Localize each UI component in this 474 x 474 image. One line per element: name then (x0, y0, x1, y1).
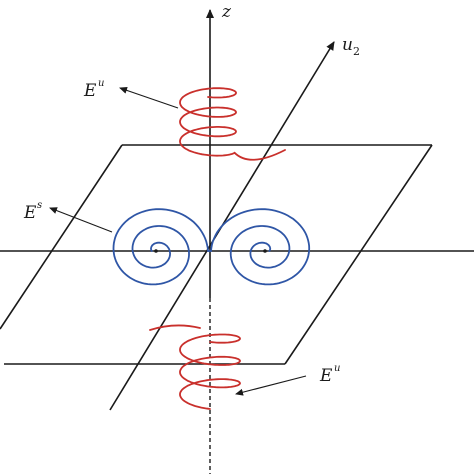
unstable-helix-lower (149, 324, 241, 410)
equilibrium-point-left (154, 249, 158, 253)
u2-axis-label: u (342, 35, 353, 55)
pointer-arrow-unstable-lower (235, 375, 307, 396)
plane-edge-left (0, 144, 123, 330)
stable-manifold-label: E (23, 203, 37, 223)
u2-axis-subscript: 2 (353, 45, 360, 58)
z-axis-label: z (221, 2, 232, 22)
unstable-manifold-label-lower-sup: u (334, 363, 340, 374)
stable-spirals (112, 208, 311, 286)
invariant-plane (0, 144, 433, 365)
stable-manifold-label-sup: s (37, 200, 42, 211)
equilibrium-point-right (263, 249, 267, 253)
pointer-arrow-unstable-upper (119, 86, 179, 109)
plane-edge-right (284, 144, 433, 365)
pointer-arrow-stable (49, 207, 113, 233)
unstable-manifold-label-upper-sup: u (98, 78, 104, 89)
unstable-helix-upper (179, 87, 286, 161)
unstable-manifold-label-upper: E (83, 81, 97, 101)
unstable-manifold-label-lower: E (319, 366, 333, 386)
stable-spiral-right (209, 208, 311, 286)
stable-spiral-left (112, 208, 211, 286)
